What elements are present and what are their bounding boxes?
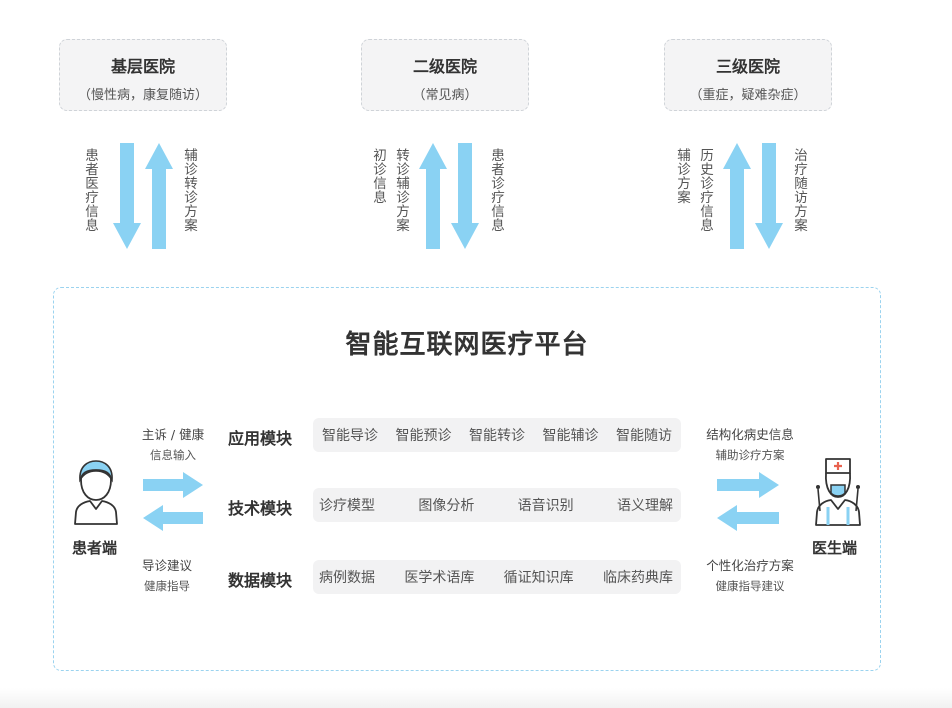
flow-label-assist-referral: 辅诊转诊方案 — [181, 148, 197, 232]
hospital-subtitle: （常见病） — [412, 88, 478, 103]
module-item: 图像分析 — [418, 498, 475, 514]
module-item: 智能随访 — [616, 428, 672, 444]
module-item: 语义理解 — [616, 498, 673, 514]
patient-input-text: 主诉 / 健康 信息输入 — [133, 424, 213, 463]
module-item: 诊疗模型 — [319, 498, 375, 514]
flow-label-patient-info: 患者医疗信息 — [82, 148, 98, 232]
platform-container — [53, 287, 881, 671]
hospital-secondary: 二级医院 （常见病） — [361, 39, 529, 111]
doctor-avatar-icon — [815, 458, 861, 526]
doctor-input-text: 结构化病史信息 辅助诊疗方案 — [695, 424, 805, 463]
patient-output-text: 导诊建议 健康指导 — [127, 555, 207, 594]
up-arrow-icon — [723, 143, 751, 249]
module-item: 智能辅诊 — [542, 428, 599, 444]
patient-avatar-icon — [74, 460, 118, 525]
doctor-label: 医生端 — [812, 539, 858, 557]
patient-output-line2: 健康指导 — [144, 579, 190, 593]
flow-label-treatment-info: 患者诊疗信息 — [488, 148, 504, 232]
hospital-primary: 基层医院 （慢性病，康复随访） — [59, 39, 227, 111]
up-arrow-icon — [145, 143, 173, 249]
module-item: 智能转诊 — [469, 428, 525, 444]
module-item: 临床药典库 — [602, 570, 673, 586]
hospital-subtitle: （慢性病，康复随访） — [77, 88, 208, 103]
right-arrow-icon — [717, 472, 779, 498]
module-item: 病例数据 — [319, 570, 375, 586]
module-bar-data: 病例数据 医学术语库 循证知识库 临床药典库 — [313, 560, 681, 594]
bottom-shade — [0, 688, 952, 708]
down-arrow-icon — [755, 143, 783, 249]
module-item: 智能预诊 — [395, 428, 452, 444]
right-arrow-icon — [143, 472, 203, 498]
left-arrow-icon — [717, 505, 779, 531]
patient-input-line2: 信息输入 — [150, 448, 196, 462]
patient-input-line1: 主诉 / 健康 — [141, 427, 205, 442]
flow-label-followup-plan: 治疗随访方案 — [791, 148, 807, 232]
left-arrow-icon — [143, 505, 203, 531]
module-bar-application: 智能导诊 智能预诊 智能转诊 智能辅诊 智能随访 — [313, 418, 681, 452]
module-label-application: 应用模块 — [228, 429, 293, 448]
up-arrow-icon — [419, 143, 447, 249]
module-item: 医学术语库 — [404, 570, 475, 586]
hospital-tertiary: 三级医院 （重症，疑难杂症） — [664, 39, 832, 111]
hospital-title: 基层医院 — [110, 57, 175, 76]
flow-label-referral-plan: 转诊辅诊方案 — [393, 148, 409, 232]
flow-label-assist-plan: 辅诊方案 — [674, 148, 690, 204]
platform-title: 智能互联网医疗平台 — [345, 330, 589, 360]
hospital-title: 三级医院 — [715, 57, 780, 76]
doctor-output-text: 个性化治疗方案 健康指导建议 — [695, 555, 805, 594]
module-item: 智能导诊 — [322, 428, 378, 444]
flow-label-history-info: 历史诊疗信息 — [697, 148, 713, 232]
flow-label-initial-info: 初诊信息 — [370, 148, 386, 204]
patient-output-line1: 导诊建议 — [141, 558, 192, 573]
doctor-input-line1: 结构化病史信息 — [706, 427, 794, 442]
doctor-output-line1: 个性化治疗方案 — [706, 558, 794, 573]
down-arrow-icon — [451, 143, 479, 249]
doctor-input-line2: 辅助诊疗方案 — [715, 448, 785, 462]
module-label-data: 数据模块 — [228, 571, 293, 590]
module-bar-technology: 诊疗模型 图像分析 语音识别 语义理解 — [313, 488, 681, 522]
module-label-technology: 技术模块 — [228, 499, 293, 518]
module-item: 语音识别 — [517, 498, 574, 514]
hospital-title: 二级医院 — [412, 57, 477, 76]
down-arrow-icon — [113, 143, 141, 249]
module-item: 循证知识库 — [503, 570, 574, 586]
doctor-output-line2: 健康指导建议 — [715, 579, 785, 593]
patient-label: 患者端 — [72, 539, 118, 557]
hospital-subtitle: （重症，疑难杂症） — [689, 88, 807, 103]
